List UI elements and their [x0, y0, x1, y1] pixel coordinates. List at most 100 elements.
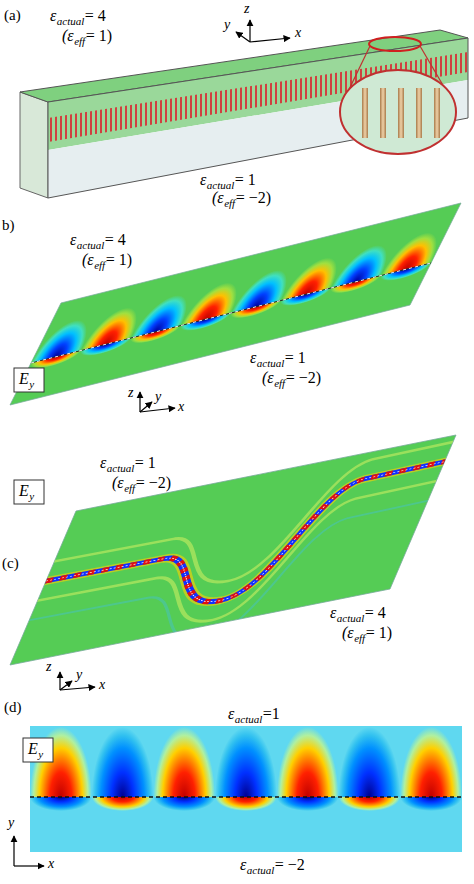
figure-label: x [295, 26, 301, 40]
figure-label: ε [100, 455, 106, 471]
subscript-label: actual [77, 240, 105, 251]
box-end-face [20, 92, 48, 198]
axis-arrow [236, 32, 250, 42]
field-wave [12, 481, 436, 660]
figure-label: ε [330, 605, 336, 621]
field-lobe [277, 727, 339, 797]
figure-label: = 4 [105, 232, 126, 248]
figure-label: ε [50, 8, 56, 24]
subscript-label: eff [124, 483, 135, 494]
field-lobes [30, 727, 462, 797]
interface-line [30, 796, 462, 798]
field-lobe [153, 797, 215, 811]
figure-label: z [244, 2, 249, 16]
wire-rod [380, 88, 386, 138]
field-plane [4, 435, 456, 680]
subscript-label: actual [57, 16, 85, 27]
figure-label: z [128, 386, 133, 400]
figure-label: (a) [4, 8, 21, 23]
figure-label: E [28, 741, 38, 757]
figure-label: ε [228, 706, 234, 722]
field-lobe [92, 727, 154, 797]
figure-label: = 1 [135, 455, 156, 471]
field-lobes [31, 227, 449, 363]
field-lobes [21, 462, 445, 641]
field-ground [10, 435, 456, 665]
subscript-label: eff [224, 198, 235, 209]
field-lobe [277, 797, 339, 811]
figure-label: = −2) [136, 475, 171, 491]
interface-line [31, 263, 431, 363]
figure-label: = −2) [286, 370, 321, 386]
subscript-label: eff [354, 633, 365, 644]
figure-label: = 1 [235, 172, 256, 188]
subscript-label: y [29, 379, 34, 390]
figure-label: (c) [2, 556, 19, 571]
figure-label: ε [240, 857, 246, 873]
field-lobe [400, 797, 462, 811]
figure-label: = 1) [86, 28, 112, 44]
figure-label: (ε [342, 625, 354, 641]
subscript-label: eff [274, 378, 285, 389]
subscript-label: actual [337, 613, 365, 624]
figure-label: y [76, 668, 82, 682]
field-lobes [26, 263, 431, 373]
field-lobe [376, 263, 431, 285]
field-lobes [30, 797, 462, 811]
waveguide-box [20, 20, 468, 198]
figure-label: = 1 [285, 350, 306, 366]
field-lobe [215, 797, 277, 811]
figure-label: y [224, 18, 230, 32]
field-lobe [339, 727, 401, 797]
field-tag-box [14, 368, 44, 392]
figure-label: E [19, 483, 29, 499]
field-lobe [339, 797, 401, 811]
figure-label: ε [70, 232, 76, 248]
axis-arrow [249, 20, 250, 42]
field-lobe [92, 797, 154, 811]
field-lobe [400, 727, 462, 797]
axis-arrow [140, 408, 175, 412]
figure-label: x [99, 678, 105, 692]
figure-label: y [8, 816, 14, 830]
subscript-label: y [29, 491, 34, 502]
subscript-label: actual [235, 714, 263, 725]
axis-arrow [14, 865, 44, 866]
zoom-inset [340, 70, 456, 154]
figure-label: x [178, 400, 184, 414]
axis-arrow [60, 687, 95, 690]
interface-line [31, 263, 431, 363]
subscript-label: eff [74, 36, 85, 47]
figure-label: = 1) [106, 252, 132, 268]
figure-label: b) [2, 218, 15, 233]
field-waves [10, 442, 453, 665]
wire-rod [398, 88, 404, 138]
subscript-label: actual [257, 358, 285, 369]
figure-label: (ε [262, 370, 274, 386]
figure-label: x [48, 857, 54, 871]
field-lobes [21, 462, 445, 641]
figure-label: ε [250, 350, 256, 366]
box-front-outline [48, 38, 468, 198]
figure-label: ε [200, 172, 206, 188]
figure-label: (d) [4, 700, 22, 715]
figure-label: = 1) [366, 625, 392, 641]
axis-arrow [59, 672, 60, 690]
field-wave [10, 501, 428, 665]
field-lobe [215, 727, 277, 797]
figure-label: (ε [82, 252, 94, 268]
subscript-label: actual [247, 865, 275, 876]
axis-arrow [13, 836, 14, 866]
figure-label: = −2 [275, 857, 305, 873]
figure-label: (ε [112, 475, 124, 491]
field-ground [10, 203, 461, 405]
subscript-label: y [38, 749, 43, 760]
wire-rod [434, 88, 440, 138]
axis-arrow [250, 38, 290, 42]
interface-line [21, 462, 445, 641]
figure-label: (ε [62, 28, 74, 44]
figure-label: =1 [263, 706, 280, 722]
